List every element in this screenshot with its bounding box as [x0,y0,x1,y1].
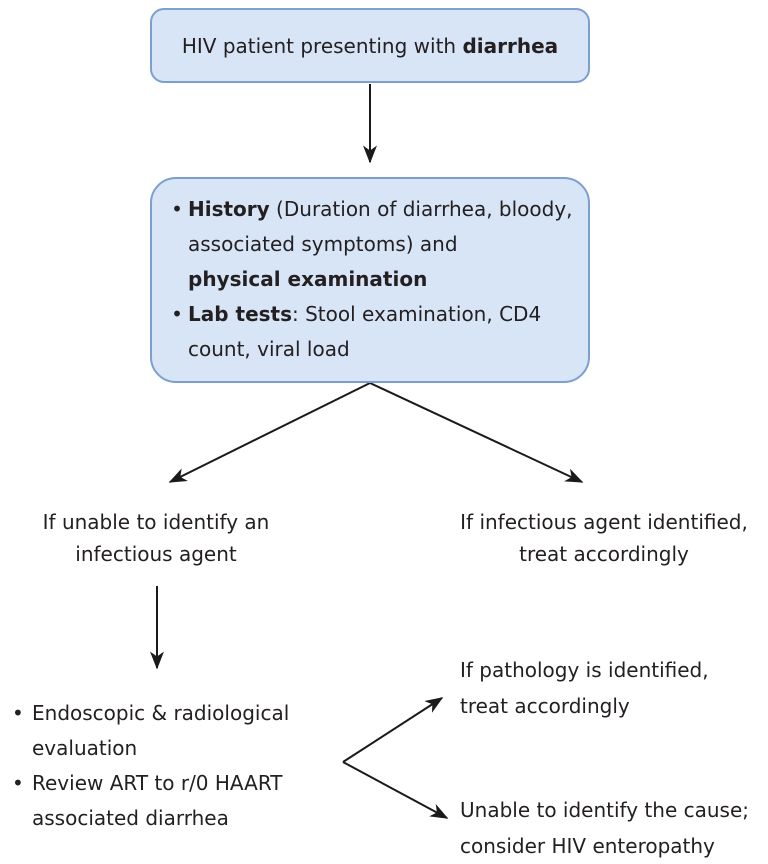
arrow-workup-to-unidentified [168,382,371,483]
label-pathology-identified: If pathology is identified, treat accord… [460,658,709,718]
eval-bullet-endoscopic: • Endoscopic & radiological evaluation [12,696,352,766]
node-hiv-patient-text: HIV patient presenting with diarrhea [181,33,559,58]
arrow-workup-to-identified [369,382,584,483]
arrow-evaluation-to-enteropathy [342,761,449,819]
label-hiv-enteropathy: Unable to identify the cause; consider H… [460,798,750,858]
workup-bullet-history-text: History (Duration of diarrhea, bloody, a… [188,197,573,291]
workup-bullet-labtests-text: Lab tests: Stool examination, CD4 count,… [188,302,542,361]
bullet-icon: • [12,771,24,795]
node-evaluation-list: • Endoscopic & radiological evaluation •… [12,696,352,836]
node-hiv-patient: HIV patient presenting with diarrhea [150,8,590,83]
node-history-labtests: • History (Duration of diarrhea, bloody,… [150,177,590,383]
arrow-evaluation-to-pathology [342,697,444,763]
eval-bullet-review-art: • Review ART to r/0 HAART associated dia… [12,766,352,836]
label-unable-to-identify: If unable to identify an infectious agen… [42,510,270,566]
bullet-icon: • [12,701,24,725]
eval-bullet-endoscopic-text: Endoscopic & radiological evaluation [32,701,290,760]
bullet-icon: • [171,197,183,221]
bullet-icon: • [171,302,183,326]
label-infectious-agent-identified: If infectious agent identified, treat ac… [460,510,748,566]
eval-bullet-review-art-text: Review ART to r/0 HAART associated diarr… [32,771,283,830]
workup-bullet-labtests: • Lab tests: Stool examination, CD4 coun… [166,297,574,367]
workup-bullet-history: • History (Duration of diarrhea, bloody,… [166,192,574,297]
